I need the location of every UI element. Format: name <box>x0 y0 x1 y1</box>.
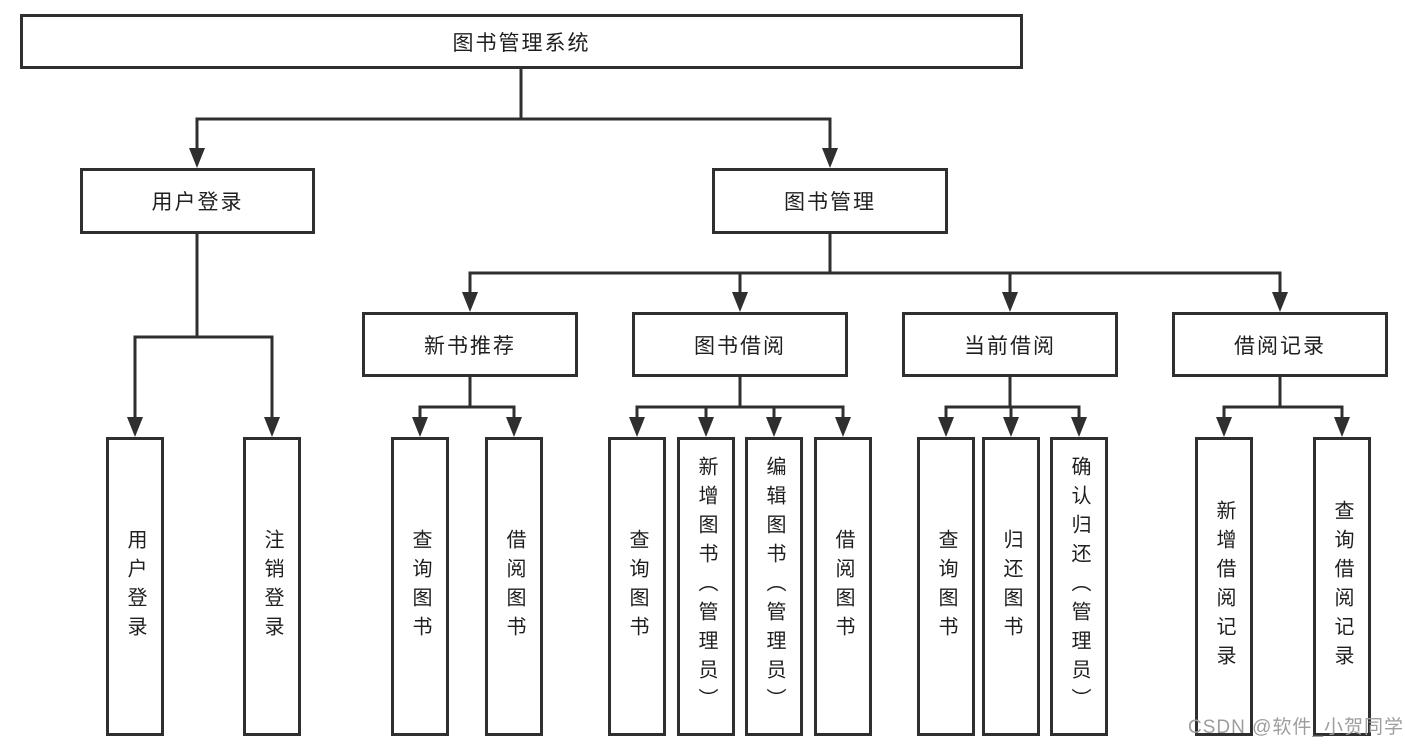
node-current-return-books: 归还图书 <box>982 437 1040 736</box>
node-borrowing-add-books-admin: 新增图书（管理员） <box>677 437 735 736</box>
node-borrowing-query-books: 查询图书 <box>608 437 666 736</box>
connector-arrowhead <box>1272 292 1288 312</box>
connector-arrowhead <box>1003 417 1019 437</box>
connector-arrowhead <box>1071 417 1087 437</box>
connector-arrowhead <box>698 417 714 437</box>
node-label: 图书管理 <box>784 191 876 214</box>
node-book-management: 图书管理 <box>712 168 948 234</box>
node-logout-login: 注销登录 <box>243 437 301 736</box>
node-label: 新书推荐 <box>424 334 516 358</box>
node-label: 编辑图书（管理员） <box>763 456 785 717</box>
connector-arrowhead <box>127 417 143 437</box>
node-records-query-borrow-record: 查询借阅记录 <box>1313 437 1371 736</box>
node-current-query-books: 查询图书 <box>917 437 975 736</box>
node-label: 新增借阅记录 <box>1213 499 1235 674</box>
connector-arrowhead <box>835 417 851 437</box>
node-book-borrowing: 图书借阅 <box>632 312 848 377</box>
node-label: 查询图书 <box>626 528 648 645</box>
connector-arrowhead <box>629 417 645 437</box>
connector-arrowhead <box>506 417 522 437</box>
connector-arrowhead <box>264 417 280 437</box>
connector-arrowhead <box>412 417 428 437</box>
node-label: 借阅图书 <box>832 528 854 645</box>
node-label: 确认归还（管理员） <box>1068 456 1090 717</box>
node-borrowing-borrow-books: 借阅图书 <box>814 437 872 736</box>
node-label: 借阅图书 <box>503 528 525 645</box>
node-label: 查询图书 <box>409 528 431 645</box>
connector-arrowhead <box>189 148 205 168</box>
connector-arrowhead <box>766 417 782 437</box>
node-label: 新增图书（管理员） <box>695 456 717 717</box>
node-label: 注销登录 <box>261 528 283 645</box>
node-label: 查询图书 <box>935 528 957 645</box>
node-label: 图书管理系统 <box>452 31 591 55</box>
node-label: 归还图书 <box>1000 528 1022 645</box>
node-user-login-group: 用户登录 <box>80 168 315 234</box>
node-borrowing-edit-books-admin: 编辑图书（管理员） <box>745 437 803 736</box>
node-borrowing-records: 借阅记录 <box>1172 312 1388 377</box>
node-recommend-query-books: 查询图书 <box>391 437 449 736</box>
connector-arrowhead <box>1002 292 1018 312</box>
node-new-book-recommendation: 新书推荐 <box>362 312 578 377</box>
connector-arrowhead <box>732 292 748 312</box>
node-current-confirm-return-admin: 确认归还（管理员） <box>1050 437 1108 736</box>
connector-arrowhead <box>1216 417 1232 437</box>
node-label: 借阅记录 <box>1234 334 1326 358</box>
node-label: 图书借阅 <box>694 334 786 358</box>
connector-arrowhead <box>938 417 954 437</box>
node-current-borrowing: 当前借阅 <box>902 312 1118 377</box>
node-label: 当前借阅 <box>964 334 1056 358</box>
node-recommend-borrow-books: 借阅图书 <box>485 437 543 736</box>
connector-arrowhead <box>1334 417 1350 437</box>
node-label: 用户登录 <box>151 191 244 214</box>
node-label: 查询借阅记录 <box>1331 499 1353 674</box>
csdn-watermark: CSDN @软件_小贺同学 <box>1188 717 1404 738</box>
node-library-management-system: 图书管理系统 <box>20 14 1023 69</box>
connector-arrowhead <box>462 292 478 312</box>
connector-arrowhead <box>822 148 838 168</box>
node-records-add-borrow-record: 新增借阅记录 <box>1195 437 1253 736</box>
node-user-login: 用户登录 <box>106 437 164 736</box>
node-label: 用户登录 <box>124 528 146 645</box>
